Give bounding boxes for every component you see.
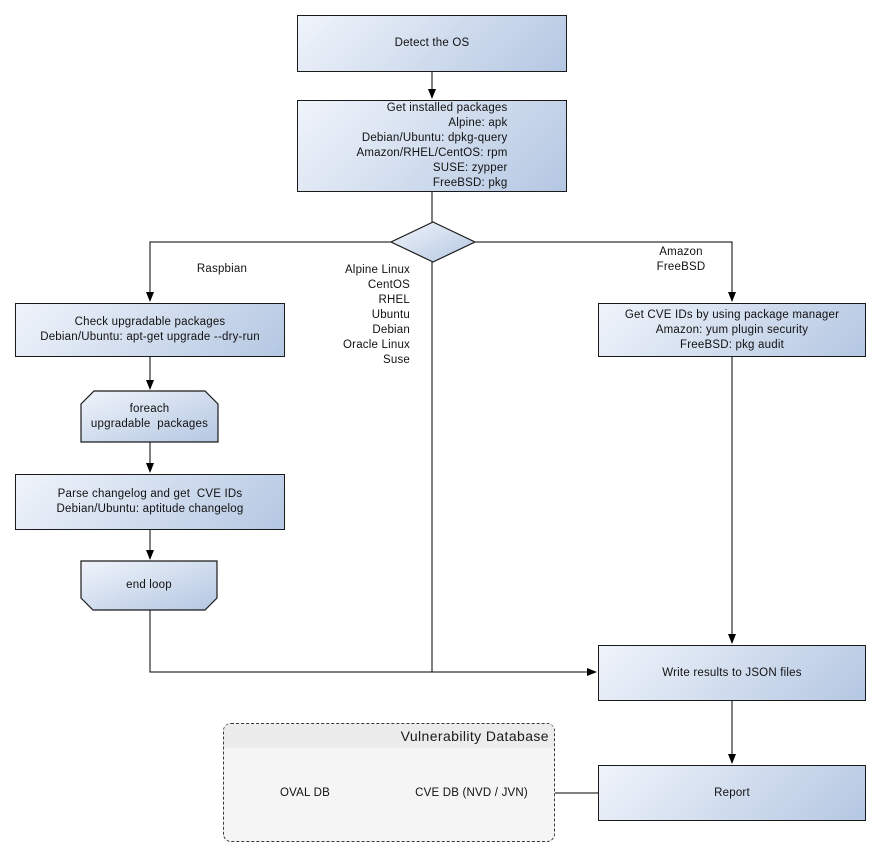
node-check-upgradable-label: Check upgradable packages Debian/Ubuntu:… — [40, 316, 260, 343]
node-check-upgradable: Check upgradable packages Debian/Ubuntu:… — [15, 303, 285, 357]
vulnerability-database-header: Vulnerability Database — [224, 724, 554, 748]
connector-endloop-to-write-results — [149, 610, 597, 676]
vulnerability-database-group: Vulnerability Database — [223, 723, 555, 842]
connector-decision-to-get-cve — [475, 241, 736, 302]
edge-label-raspbian: Raspbian — [196, 263, 248, 275]
node-parse-changelog-label: Parse changelog and get CVE IDs Debian/U… — [56, 488, 244, 515]
decision-os-diamond — [389, 221, 477, 263]
node-detect-os: Detect the OS — [297, 15, 567, 72]
edge-label-os-list: Alpine Linux CentOS RHEL Ubuntu Debian O… — [343, 264, 410, 366]
node-get-installed-packages: Get installed packages Alpine: apk Debia… — [297, 100, 567, 192]
node-report-label: Report — [714, 786, 750, 799]
vulnerability-database-title: Vulnerability Database — [400, 728, 549, 744]
node-get-cve-ids-label: Get CVE IDs by using package manager Ama… — [624, 308, 840, 351]
node-parse-changelog: Parse changelog and get CVE IDs Debian/U… — [15, 474, 285, 530]
connector-decision-to-check-upgradable — [146, 241, 391, 302]
node-get-installed-packages-label: Get installed packages Alpine: apk Debia… — [356, 102, 508, 189]
node-get-cve-ids: Get CVE IDs by using package manager Ama… — [598, 303, 866, 357]
node-detect-os-label: Detect the OS — [394, 37, 470, 49]
node-end-loop-shape — [80, 560, 218, 611]
node-write-results: Write results to JSON files — [598, 645, 866, 701]
edge-label-amazon-freebsd: Amazon FreeBSD — [656, 246, 706, 273]
node-foreach-shape — [80, 390, 219, 443]
node-report: Report — [598, 765, 866, 821]
node-write-results-label: Write results to JSON files — [662, 666, 802, 679]
